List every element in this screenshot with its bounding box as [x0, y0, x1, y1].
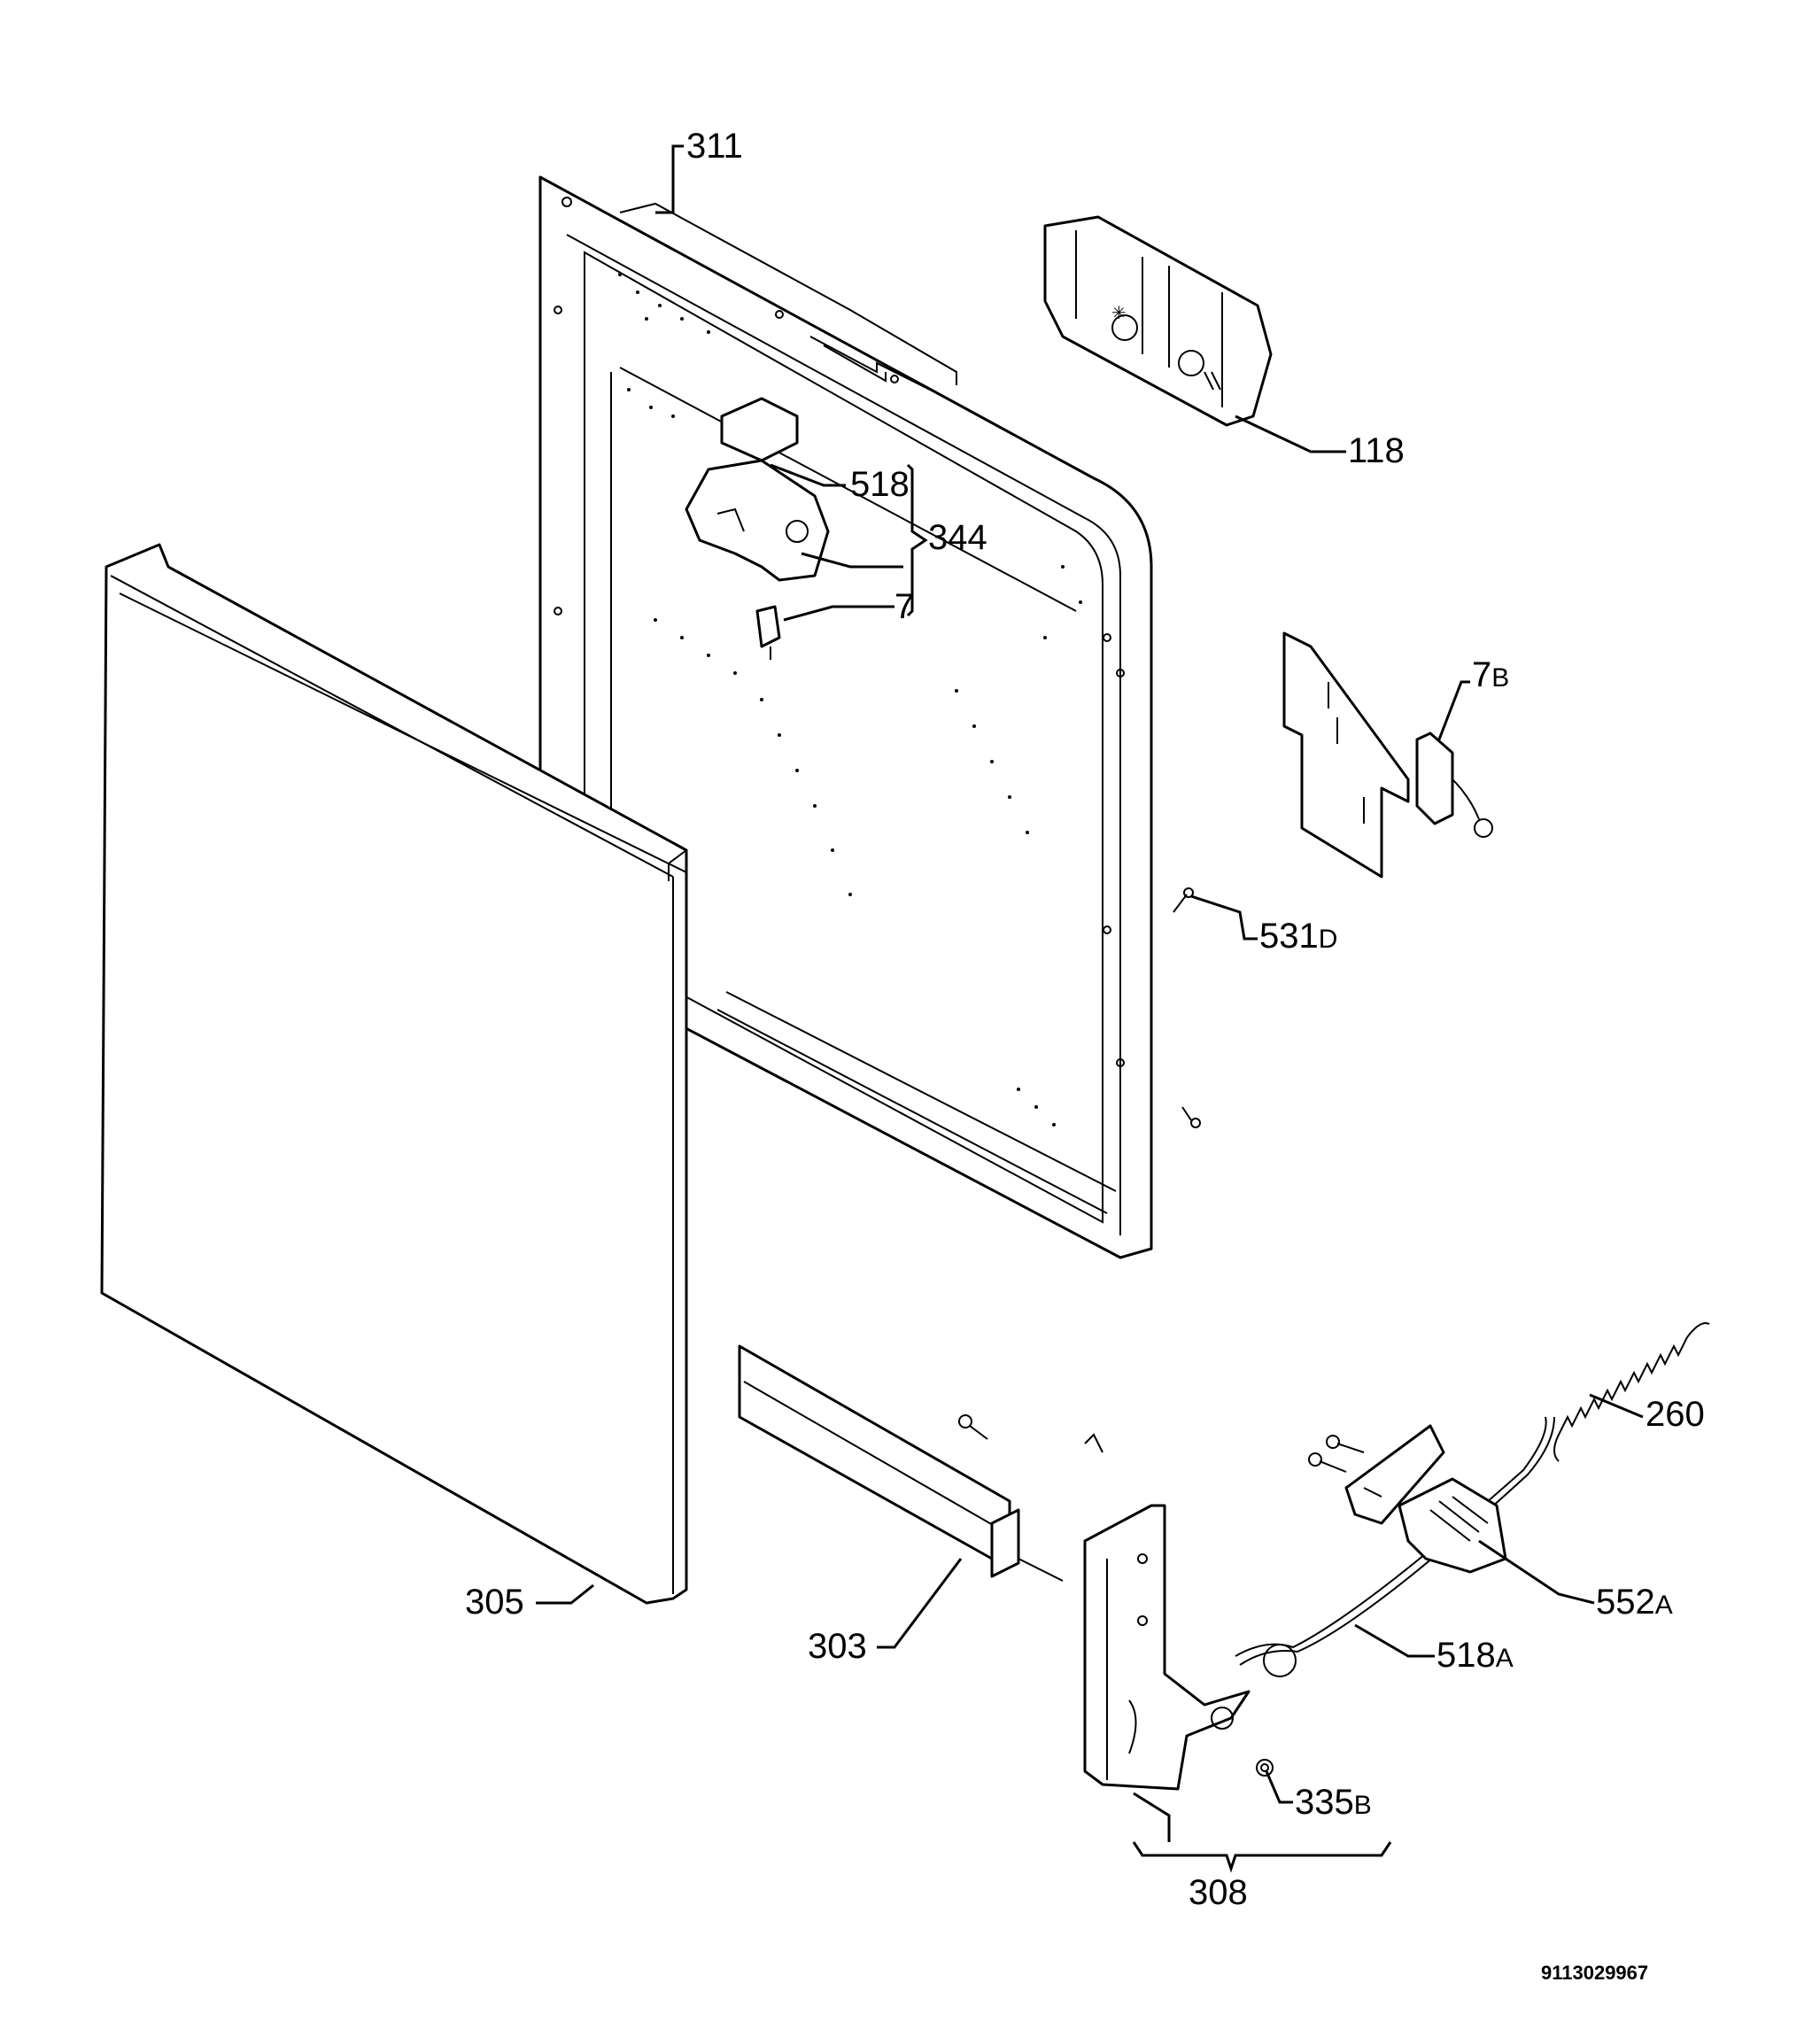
callout-335b: 335B — [1295, 1783, 1372, 1822]
callout-552a: 552A — [1596, 1583, 1673, 1622]
callout-305: 305 — [465, 1583, 524, 1622]
callout-344: 344 — [928, 518, 987, 557]
hinge-part — [958, 1414, 1251, 1791]
callout-518: 518 — [850, 465, 910, 504]
outer-door-panel-part — [100, 543, 688, 1605]
lower-rail-part — [738, 1344, 1064, 1582]
inner-door-frame-part — [538, 175, 1153, 1259]
callout-260: 260 — [1646, 1395, 1705, 1434]
cable-pulley-part — [1308, 1424, 1507, 1574]
callout-303: 303 — [808, 1627, 867, 1666]
leader-lines — [536, 144, 1644, 1873]
callout-labels: 311 118 518 344 7 7B 531D 260 552A 518A … — [465, 127, 1705, 1912]
door-spring-part — [1553, 1322, 1710, 1462]
door-lock-assembly-part — [685, 397, 830, 660]
hinge-cable-part — [1235, 1416, 1555, 1677]
bushing-part — [1256, 1759, 1274, 1777]
switch-bracket-part — [1282, 631, 1410, 879]
screw-part — [1173, 887, 1201, 1128]
callout-311: 311 — [686, 127, 743, 166]
callout-531d: 531D — [1259, 917, 1337, 956]
document-number: 9113029967 — [1541, 1962, 1648, 1984]
callout-518a: 518A — [1436, 1636, 1514, 1675]
detergent-dispenser-part: ✳ — [1043, 215, 1273, 427]
callout-7b: 7B — [1472, 655, 1509, 694]
callout-118: 118 — [1348, 431, 1405, 470]
callout-308: 308 — [1189, 1873, 1248, 1912]
svg-text:✳: ✳ — [1111, 304, 1127, 323]
microswitch-part — [1415, 732, 1493, 838]
callout-7: 7 — [894, 587, 914, 626]
